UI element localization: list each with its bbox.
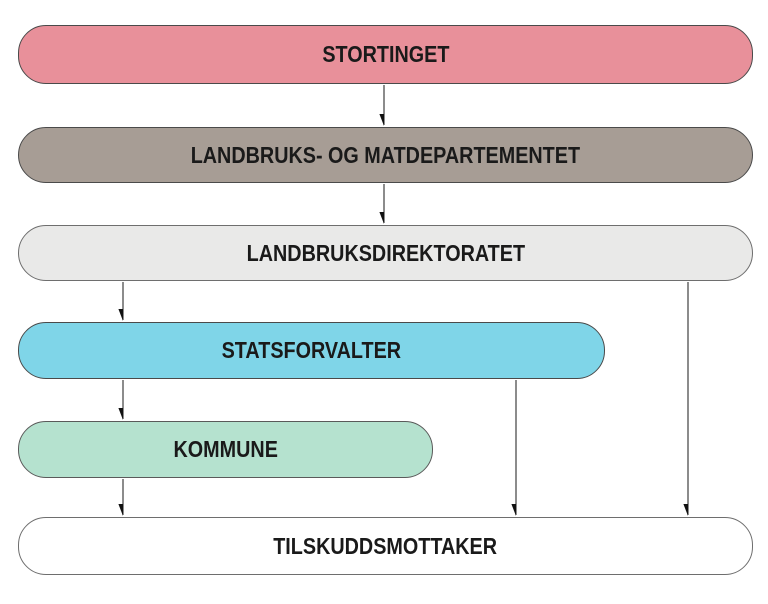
node-stortinget: STORTINGET	[18, 25, 753, 84]
node-tilskuddsmottaker-label: TILSKUDDSMOTTAKER	[273, 532, 498, 559]
node-kommune-label: KOMMUNE	[173, 436, 278, 462]
node-stortinget-label: STORTINGET	[321, 41, 450, 67]
node-statsforvalter: STATSFORVALTER	[18, 322, 605, 379]
node-landbruks-og-matdepartementet: LANDBRUKS- OG MATDEPARTEMENTET	[18, 127, 753, 183]
node-landbruksdirektoratet: LANDBRUKSDIREKTORATET	[18, 225, 753, 281]
node-kommune: KOMMUNE	[18, 421, 433, 478]
node-landbruksdirektoratet-label: LANDBRUKSDIREKTORATET	[246, 239, 525, 266]
node-tilskuddsmottaker: TILSKUDDSMOTTAKER	[18, 517, 753, 575]
node-landbruks-og-matdepartementet-label: LANDBRUKS- OG MATDEPARTEMENTET	[190, 141, 581, 168]
node-statsforvalter-label: STATSFORVALTER	[221, 337, 402, 363]
